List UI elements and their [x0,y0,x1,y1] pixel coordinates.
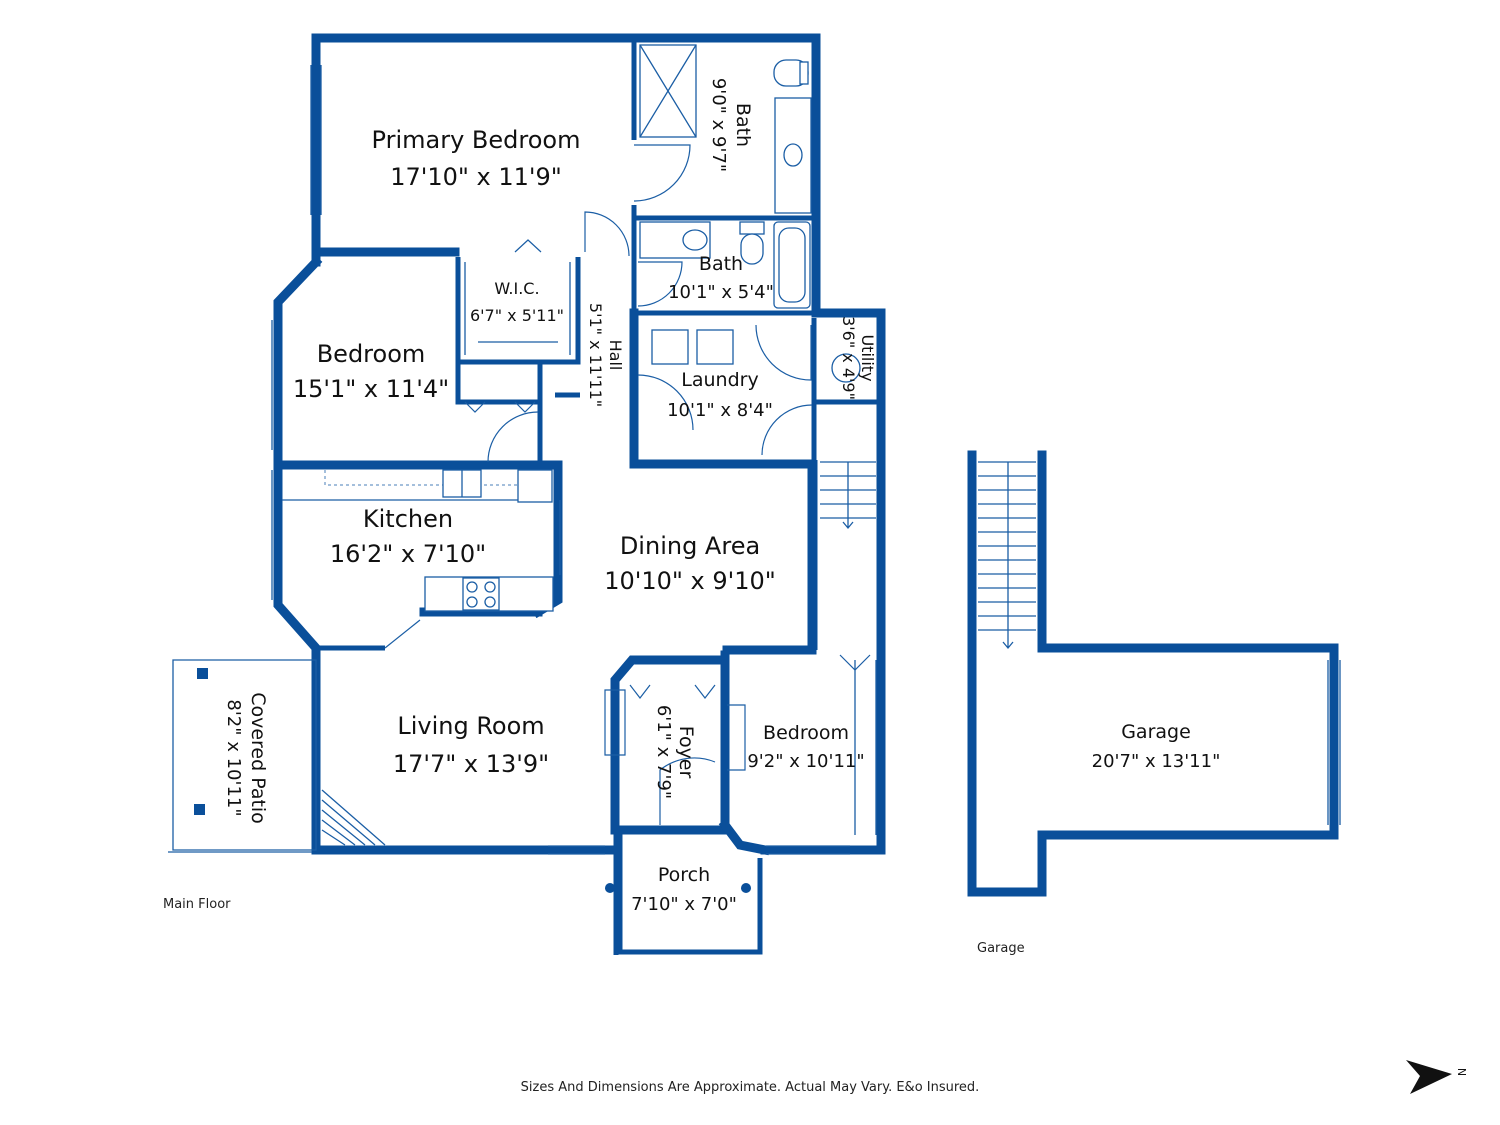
bedroom-east-name: Bedroom [763,722,849,744]
main-bath-dims: 10'1" x 5'4" [668,282,774,303]
garage-dims: 20'7" x 13'11" [1092,751,1221,772]
compass: N [1406,1060,1468,1094]
kitchen-dims: 16'2" x 7'10" [330,540,486,568]
wic-name: W.I.C. [494,279,539,298]
kitchen-name: Kitchen [363,505,453,533]
bedroom-east-dims: 9'2" x 10'11" [747,751,864,772]
garage-floor-label: Garage [977,941,1025,956]
main-bath-name: Bath [699,253,743,275]
living-room-name: Living Room [397,712,544,740]
porch-name: Porch [658,864,710,886]
hall-dims: 5'1" x 11'11" [586,303,605,407]
laundry-name: Laundry [681,369,758,391]
compass-arrow-icon [1406,1060,1452,1094]
living-room-dims: 17'7" x 13'9" [393,750,549,778]
main-floor-label: Main Floor [163,897,231,912]
main-floor-walls [273,33,886,955]
primary-bath-dims: 9'0" x 9'7" [708,78,729,172]
primary-bedroom-name: Primary Bedroom [372,126,581,154]
laundry-dims: 10'1" x 8'4" [667,400,773,421]
bedroom-west-name: Bedroom [317,340,426,368]
primary-bedroom-dims: 17'10" x 11'9" [390,163,562,191]
garage-name: Garage [1121,721,1191,743]
primary-bath-name: Bath [732,103,754,147]
main-floor-fixtures [168,44,877,893]
garage-walls [967,450,1341,897]
covered-patio-name: Covered Patio [247,692,269,824]
bedroom-west-dims: 15'1" x 11'4" [293,375,449,403]
dining-area-name: Dining Area [620,532,760,560]
covered-patio-dims: 8'2" x 10'11" [223,699,244,816]
foyer-dims: 6'1" x 7'9" [653,705,674,799]
room-labels: Primary Bedroom 17'10" x 11'9" Bath 9'0"… [223,78,1220,915]
utility-dims: 3'6" x 4'9" [839,316,858,400]
foyer-name: Foyer [675,726,697,779]
disclaimer: Sizes And Dimensions Are Approximate. Ac… [521,1080,980,1095]
wic-dims: 6'7" x 5'11" [470,306,564,325]
porch-dims: 7'10" x 7'0" [631,894,737,915]
compass-north-label: N [1455,1068,1468,1076]
dining-area-dims: 10'10" x 9'10" [604,567,776,595]
utility-name: Utility [858,334,877,381]
hall-name: Hall [606,340,625,371]
